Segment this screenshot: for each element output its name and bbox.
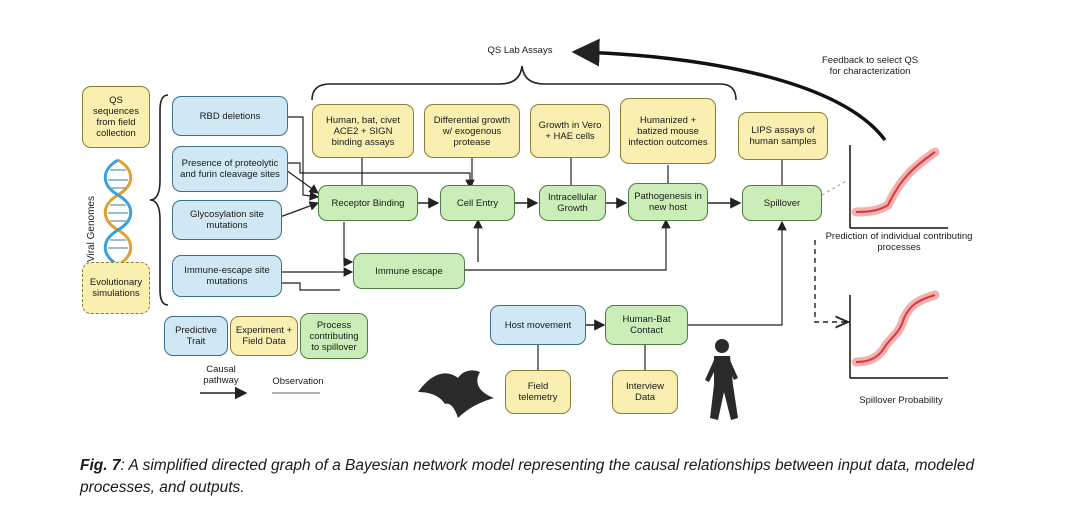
trait-rbd-deletions: RBD deletions [172,96,288,136]
legend-causal-pathway: Causal pathway [203,364,239,386]
legend-process: Process contributing to spillover [300,313,368,359]
interview-data-box: Interview Data [612,370,678,414]
assay-ace2-binding: Human, bat, civet ACE2 + SIGN binding as… [312,104,414,158]
dna-helix-icon [103,158,133,267]
lab-assays-brace [311,65,737,101]
host-movement-box: Host movement [490,305,586,345]
trait-glycosylation-mutations: Glycosylation site mutations [172,200,282,240]
process-intracellular-growth: Intracellular Growth [539,185,606,221]
evolutionary-simulations-box: Evolutionary simulations [82,262,150,314]
figure-number: Fig. 7 [80,457,121,474]
figure-caption: Fig. 7: A simplified directed graph of a… [80,455,1040,499]
assay-vero-growth: Growth in Vero + HAE cells [530,104,610,158]
feedback-label: Feedback to select QS for characterizati… [821,55,919,77]
process-receptor-binding: Receptor Binding [318,185,418,221]
qs-lab-assays-label: QS Lab Assays [487,45,553,56]
trait-immune-escape-site-mutations: Immune-escape site mutations [172,255,282,297]
feedback-arrow [571,38,887,142]
spillover-probability-chart [849,290,948,379]
legend-experiment-field-data: Experiment + Field Data [230,316,298,356]
prediction-label: Prediction of individual contributing pr… [825,231,973,253]
trait-proteolytic-sites: Presence of proteolytic and furin cleava… [172,146,288,192]
assay-lips: LIPS assays of human samples [738,112,828,160]
legend-predictive-trait: Predictive Trait [164,316,228,356]
process-immune-escape: Immune escape [353,253,465,289]
person-icon [705,339,738,420]
process-human-bat-contact: Human-Bat Contact [605,305,688,345]
process-spillover: Spillover [742,185,822,221]
prediction-chart [849,145,948,229]
qs-sequences-box: QS sequences from field collection [82,86,150,148]
inputs-brace [149,94,169,306]
assay-mouse-infection: Humanized + batized mouse infection outc… [620,98,716,164]
legend-observation: Observation [272,376,324,387]
process-cell-entry: Cell Entry [440,185,515,221]
caption-text: : A simplified directed graph of a Bayes… [80,457,975,496]
viral-genomes-label: Viral Genomes [86,196,97,262]
spillover-probability-label: Spillover Probability [859,395,943,406]
bat-icon [418,370,494,418]
process-pathogenesis: Pathogenesis in new host [628,183,708,221]
assay-differential-growth: Differential growth w/ exogenous proteas… [424,104,520,158]
field-telemetry-box: Field telemetry [505,370,571,414]
